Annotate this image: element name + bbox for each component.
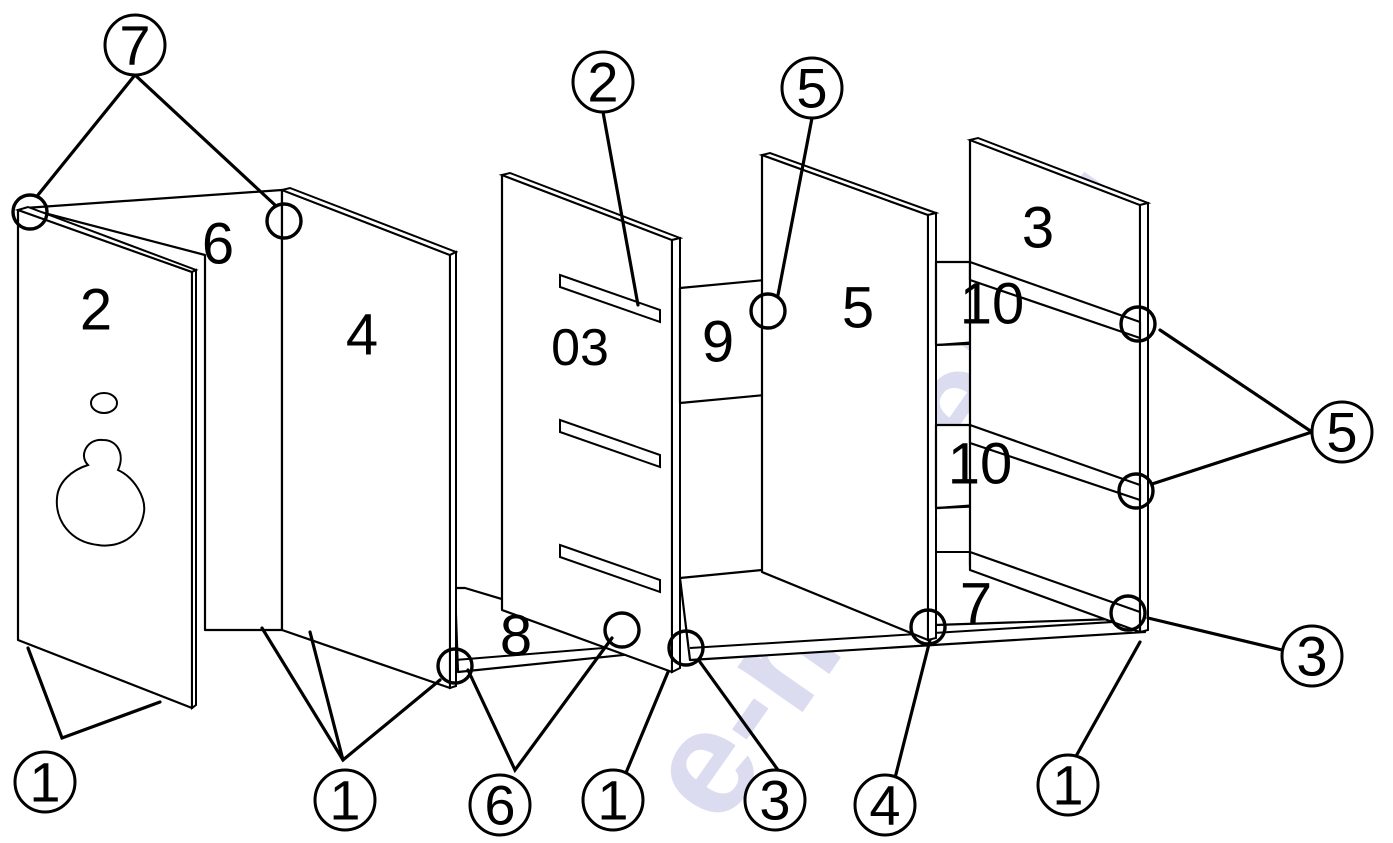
- svg-text:1: 1: [1052, 754, 1083, 817]
- right-shelf-front-upper: [968, 260, 1142, 340]
- callout-1-a: 1: [13, 750, 77, 814]
- callout-3-right: 3: [1280, 624, 1344, 688]
- callout-3-bottom: 3: [743, 768, 807, 832]
- partition-4: [280, 188, 452, 690]
- slot-lower: [559, 543, 661, 594]
- label-partition-b: 03: [551, 319, 609, 377]
- top-panel: [23, 188, 284, 632]
- callout-1-d: 1: [1036, 753, 1100, 817]
- callout-6-bottom: 6: [468, 773, 532, 837]
- label-small-front: 9: [702, 310, 734, 375]
- svg-text:7: 7: [119, 14, 150, 77]
- label-bottom-left: 8: [500, 604, 532, 669]
- svg-text:1: 1: [29, 751, 60, 814]
- partition-5: [760, 153, 930, 642]
- label-left-side: 2: [80, 278, 112, 343]
- svg-text:2: 2: [587, 51, 618, 114]
- callout-4-bottom: 4: [853, 773, 917, 837]
- right-shelf-front-lower: [968, 423, 1142, 502]
- svg-text:3: 3: [759, 769, 790, 832]
- cable-hole-keyhole: [55, 438, 146, 547]
- svg-text:3: 3: [1296, 625, 1327, 688]
- callout-2-top: 2: [571, 50, 635, 114]
- label-shelf-upper: 10: [960, 272, 1025, 337]
- label-bottom-right: 7: [960, 572, 992, 637]
- svg-text:1: 1: [597, 769, 628, 832]
- callout-1-c: 1: [581, 768, 645, 832]
- svg-text:1: 1: [329, 769, 360, 832]
- svg-text:5: 5: [796, 57, 827, 120]
- callout-1-b: 1: [313, 768, 377, 832]
- callout-7-top: 7: [103, 13, 167, 77]
- svg-text:6: 6: [484, 774, 515, 837]
- label-partition-c: 5: [842, 276, 874, 341]
- right-side-panel: [968, 138, 1142, 634]
- cable-hole-small: [90, 392, 118, 414]
- partition-03: [500, 173, 674, 674]
- right-bottom-front: [968, 550, 1142, 634]
- joint-markers: [11, 193, 1157, 685]
- label-right-side: 3: [1022, 196, 1054, 261]
- label-top-left: 6: [202, 212, 234, 277]
- svg-text:5: 5: [1326, 401, 1357, 464]
- svg-text:4: 4: [869, 774, 900, 837]
- label-partition-a: 4: [346, 303, 378, 368]
- slot-middle: [559, 418, 661, 469]
- slot-upper: [559, 273, 661, 324]
- callout-5-right: 5: [1310, 400, 1374, 464]
- label-shelf-lower: 10: [948, 432, 1013, 497]
- callout-5-top: 5: [780, 56, 844, 120]
